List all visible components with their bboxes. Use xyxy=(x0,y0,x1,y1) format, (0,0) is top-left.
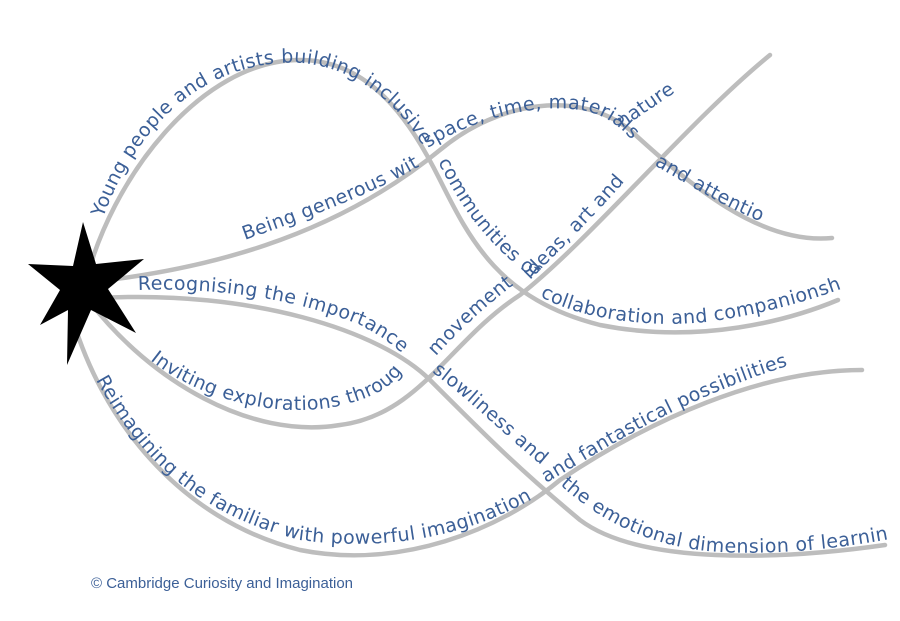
strand-young-people xyxy=(82,57,841,335)
strand-inviting xyxy=(87,52,773,430)
label-movement: movement xyxy=(423,271,517,359)
label-slowliness: slowliness and xyxy=(429,358,553,469)
label-young-people: Young people and artists building inclus… xyxy=(87,45,437,220)
strand-reimagining xyxy=(67,307,865,558)
label-emotional: the emotional dimension of learning xyxy=(0,0,889,558)
label-fantastical: and fantastical possibilities xyxy=(537,349,789,487)
strand-being-generous xyxy=(89,103,835,285)
strand-labels: Young people and artists building inclus… xyxy=(0,0,889,558)
strand-lines xyxy=(67,52,888,558)
copyright-credit: © Cambridge Curiosity and Imagination xyxy=(91,575,354,592)
star-icon xyxy=(28,222,144,365)
strand-recognising xyxy=(97,294,888,558)
label-ideas-art: ideas, art and xyxy=(518,170,629,284)
label-being-generous: Being generous with xyxy=(0,0,422,245)
label-nature: nature xyxy=(613,78,679,132)
label-space-time: space, time, materials xyxy=(419,91,645,152)
